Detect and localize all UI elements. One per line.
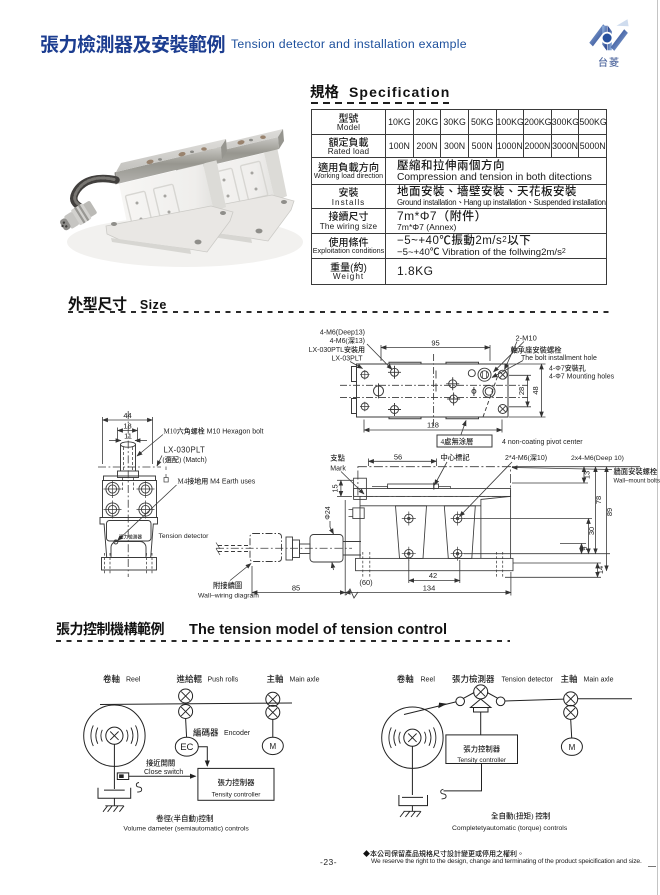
svg-text:Close switch: Close switch bbox=[144, 769, 183, 776]
svg-text:78: 78 bbox=[594, 496, 603, 504]
svg-text:牆面安裝螺栓: 牆面安裝螺栓 bbox=[614, 467, 658, 477]
svg-text:主軸: 主軸 bbox=[267, 673, 284, 685]
svg-text:Tensity controller: Tensity controller bbox=[212, 792, 262, 799]
svg-text:全自動(扭矩) 控制: 全自動(扭矩) 控制 bbox=[491, 810, 550, 821]
svg-text:LX-03PLT: LX-03PLT bbox=[332, 356, 364, 363]
svg-text:The bolt installment hole: The bolt installment hole bbox=[521, 355, 597, 362]
svg-text:2*4-M6(深10): 2*4-M6(深10) bbox=[505, 453, 547, 463]
svg-text:進給輥: 進給輥 bbox=[177, 673, 203, 685]
svg-text:接近開關: 接近開關 bbox=[146, 758, 175, 768]
svg-text:2x4-M6(Deep 10): 2x4-M6(Deep 10) bbox=[571, 455, 624, 462]
svg-text:4 non-coating pivot center: 4 non-coating pivot center bbox=[502, 439, 583, 446]
svg-text:15: 15 bbox=[331, 484, 340, 492]
svg-text:48: 48 bbox=[531, 386, 540, 394]
svg-text:張力控制器: 張力控制器 bbox=[218, 777, 256, 788]
svg-text:13: 13 bbox=[583, 471, 592, 479]
svg-text:134: 134 bbox=[423, 584, 436, 593]
svg-text:(60): (60) bbox=[359, 578, 373, 587]
svg-text:附接續圖: 附接續圖 bbox=[213, 581, 242, 591]
svg-text:56: 56 bbox=[394, 452, 402, 461]
svg-text:4-Φ7安裝孔: 4-Φ7安裝孔 bbox=[549, 364, 586, 374]
svg-text:4-Φ7 Mounting holes: 4-Φ7 Mounting holes bbox=[549, 374, 615, 381]
svg-text:LX-030PTL安裝用: LX-030PTL安裝用 bbox=[309, 345, 365, 355]
svg-text:M: M bbox=[569, 743, 576, 752]
svg-text:Reel: Reel bbox=[126, 677, 141, 684]
svg-text:118: 118 bbox=[427, 421, 439, 430]
svg-text:張力控制器: 張力控制器 bbox=[463, 743, 501, 754]
svg-text:4-M6(深13): 4-M6(深13) bbox=[330, 336, 365, 346]
svg-text:Completetyautomatic (torque) c: Completetyautomatic (torque) controls bbox=[452, 825, 568, 832]
svg-text:支點: 支點 bbox=[330, 453, 345, 463]
svg-text:(選配) (Match): (選配) (Match) bbox=[163, 455, 207, 465]
svg-text:30: 30 bbox=[587, 527, 596, 535]
svg-text:85: 85 bbox=[292, 584, 300, 593]
svg-text:卷徑(半自動)控制: 卷徑(半自動)控制 bbox=[156, 813, 214, 824]
svg-text:張力檢測器: 張力檢測器 bbox=[452, 673, 495, 685]
svg-text:4-M6(Deep13): 4-M6(Deep13) bbox=[320, 330, 365, 337]
svg-text:Tension detector: Tension detector bbox=[502, 677, 554, 684]
svg-text:95: 95 bbox=[431, 338, 439, 347]
svg-text:4處無涂層: 4處無涂層 bbox=[441, 437, 474, 447]
svg-text:Volume dameter (semiautomatic): Volume dameter (semiautomatic) controls bbox=[123, 826, 249, 833]
svg-text:Main axle: Main axle bbox=[290, 677, 320, 684]
svg-text:Encoder: Encoder bbox=[224, 730, 251, 737]
svg-text:Reel: Reel bbox=[421, 677, 436, 684]
svg-text:張力檢測器: 張力檢測器 bbox=[119, 534, 142, 541]
svg-text:Tensity controller: Tensity controller bbox=[457, 757, 507, 764]
svg-text:M: M bbox=[269, 742, 276, 751]
svg-text:Main axle: Main axle bbox=[584, 677, 614, 684]
svg-text:編碼器: 編碼器 bbox=[193, 727, 219, 739]
svg-text:Φ24: Φ24 bbox=[325, 506, 332, 519]
svg-text:18: 18 bbox=[123, 421, 131, 430]
svg-text:28: 28 bbox=[517, 387, 526, 395]
svg-text:89: 89 bbox=[605, 508, 614, 516]
svg-text:42: 42 bbox=[429, 571, 437, 580]
svg-text:EC: EC bbox=[180, 742, 193, 753]
svg-text:M4接地用 M4 Earth uses: M4接地用 M4 Earth uses bbox=[178, 477, 256, 487]
svg-text:LX-030PLT: LX-030PLT bbox=[164, 446, 206, 455]
svg-text:卷軸: 卷軸 bbox=[103, 673, 120, 685]
svg-text:11: 11 bbox=[124, 431, 132, 440]
svg-text:44: 44 bbox=[123, 411, 131, 420]
svg-text:M10六角螺栓 M10 Hexagon bolt: M10六角螺栓 M10 Hexagon bolt bbox=[164, 427, 264, 437]
svg-text:2-M10: 2-M10 bbox=[516, 334, 537, 343]
svg-text:軸承座安裝螺栓: 軸承座安裝螺栓 bbox=[511, 346, 563, 356]
svg-text:Push rolls: Push rolls bbox=[208, 677, 239, 684]
svg-text:中心標記: 中心標記 bbox=[441, 453, 471, 463]
svg-text:Mark: Mark bbox=[330, 465, 346, 472]
svg-text:卷軸: 卷軸 bbox=[397, 673, 414, 685]
svg-text:Wall–mount bolts: Wall–mount bolts bbox=[614, 477, 660, 484]
svg-text:Tension detector: Tension detector bbox=[159, 533, 210, 540]
svg-text:14: 14 bbox=[596, 566, 605, 574]
svg-text:Wall–wiring diagram: Wall–wiring diagram bbox=[198, 593, 259, 600]
svg-text:9: 9 bbox=[580, 546, 589, 550]
svg-text:主軸: 主軸 bbox=[561, 673, 578, 685]
